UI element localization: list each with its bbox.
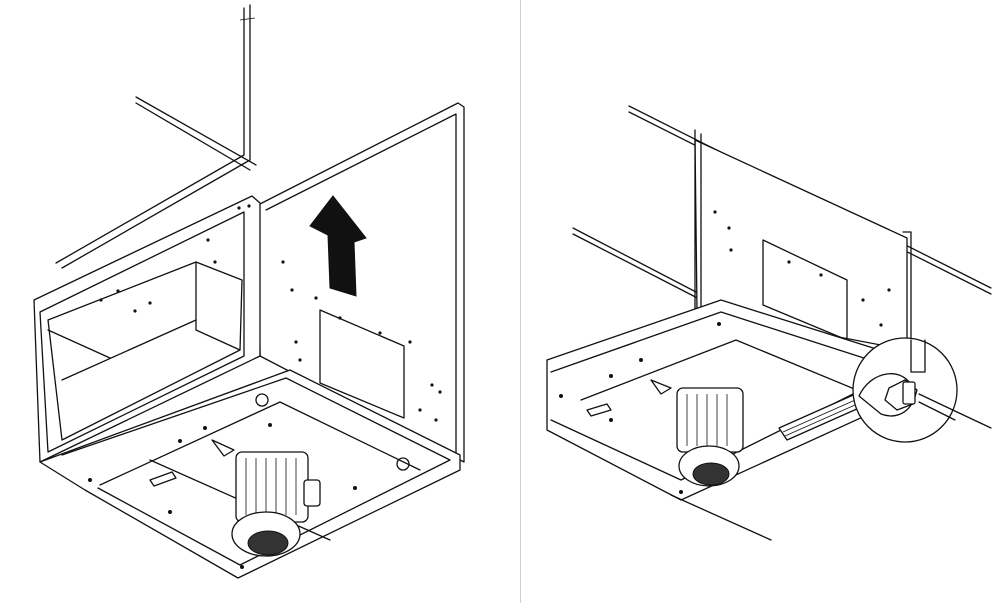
right-panel-diagram [521, 0, 995, 603]
fan-motor-icon [676, 387, 744, 487]
right-drawing [546, 105, 992, 541]
fan-motor-icon [231, 451, 321, 557]
rear-panel [694, 129, 912, 361]
up-arrow-icon [309, 195, 367, 297]
left-drawing [33, 4, 465, 579]
rear-panel [257, 102, 465, 463]
housing-box [33, 195, 261, 463]
upper-duct [55, 4, 257, 269]
detail-callout [852, 337, 992, 443]
left-panel-diagram [33, 4, 465, 579]
panel-divider [520, 0, 521, 603]
